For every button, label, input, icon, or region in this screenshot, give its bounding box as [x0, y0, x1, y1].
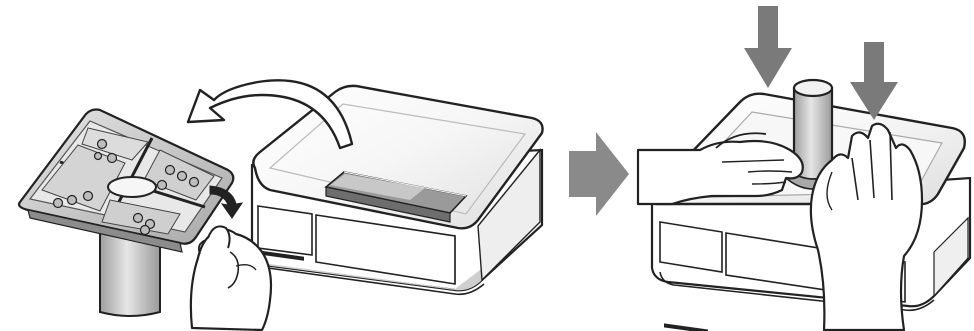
step-1-panel — [19, 80, 543, 330]
step-2-panel — [638, 6, 970, 331]
down-arrow-icon-2 — [850, 42, 898, 120]
printer-left — [252, 86, 543, 294]
down-arrow-icon-1 — [744, 6, 792, 88]
next-step-arrow-icon — [569, 132, 629, 216]
